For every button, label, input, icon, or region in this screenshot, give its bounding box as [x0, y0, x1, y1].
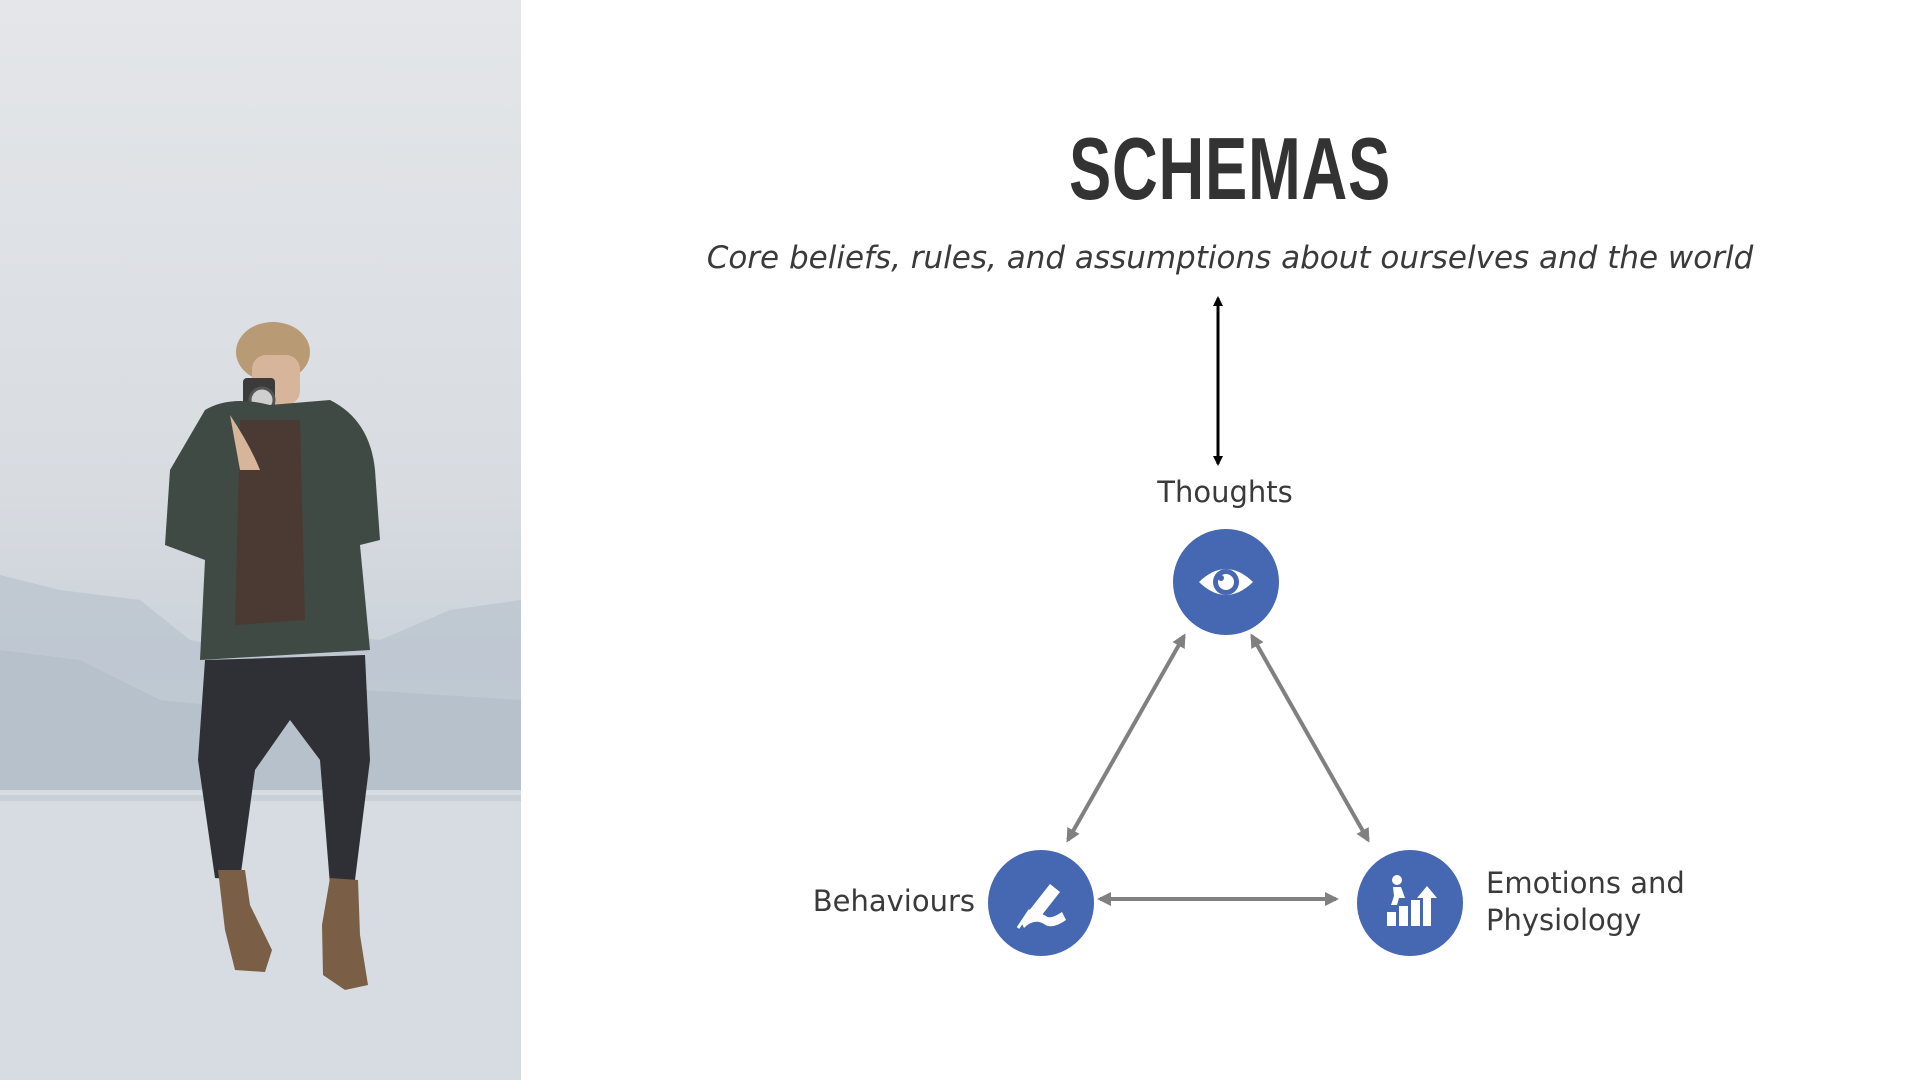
emotions-label-line1: Emotions and — [1486, 866, 1685, 900]
subtitle: Core beliefs, rules, and assumptions abo… — [706, 240, 1754, 276]
emotions-physiology-label: Emotions and Physiology — [1486, 865, 1786, 939]
thoughts-label: Thoughts — [1157, 475, 1293, 509]
man-with-camera-photo — [0, 0, 521, 1080]
photo-panel — [0, 0, 521, 1080]
eye-icon — [1199, 569, 1253, 595]
thoughts-emotions-arrow — [1250, 633, 1370, 843]
stairs-growth-icon — [1387, 875, 1437, 926]
page-title: SCHEMAS — [1069, 119, 1391, 218]
behaviours-label: Behaviours — [812, 884, 975, 918]
emotions-physiology-node — [1357, 850, 1463, 956]
pencil-writing-icon — [1016, 884, 1066, 929]
thoughts-behaviours-arrow — [1066, 633, 1186, 843]
emotions-label-line2: Physiology — [1486, 903, 1642, 937]
thoughts-node — [1173, 529, 1279, 635]
behaviours-node — [988, 850, 1094, 956]
